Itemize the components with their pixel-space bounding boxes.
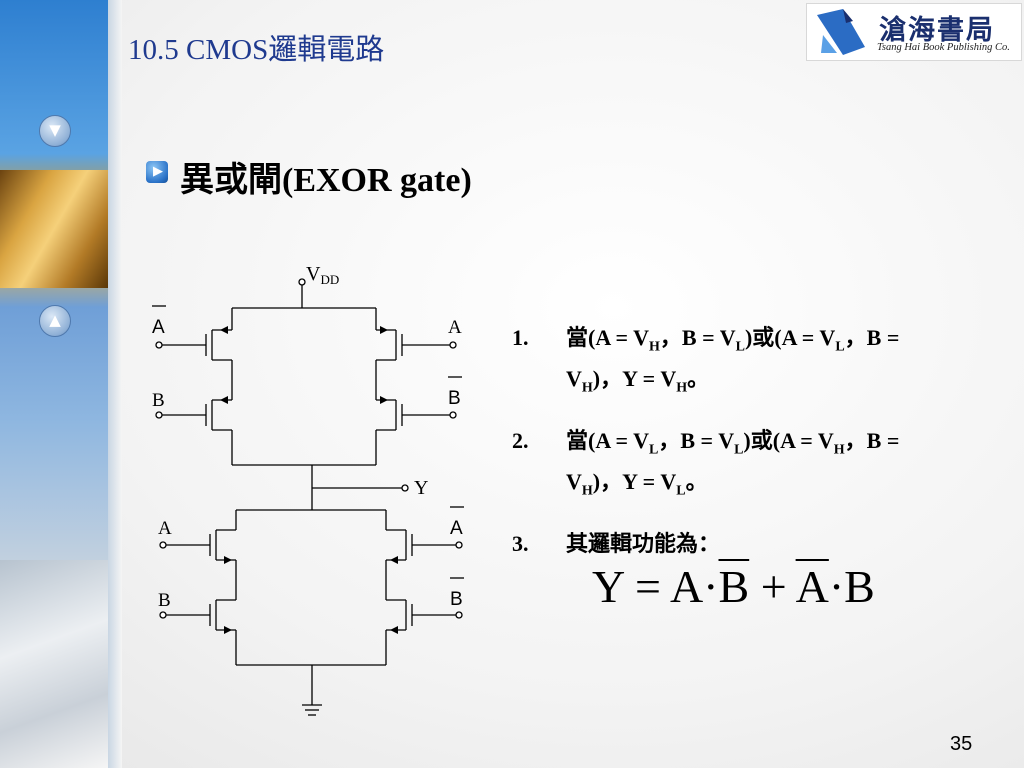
slide-title: 10.5 CMOS邏輯電路 bbox=[128, 34, 385, 66]
nmos-right-top-input-label: A bbox=[450, 518, 463, 539]
nmos-left-top-input-label: A bbox=[158, 518, 172, 539]
pmos-right-top-input-label: A bbox=[448, 317, 462, 338]
sidebar-divider bbox=[108, 0, 122, 768]
output-y-label: Y bbox=[414, 477, 428, 499]
triangle-up-icon[interactable]: ▲ bbox=[39, 305, 71, 337]
triangle-down-icon[interactable]: ▼ bbox=[39, 115, 71, 147]
cmos-exor-circuit-diagram: VDD Y A B A B A B A B bbox=[152, 263, 464, 716]
note-item: 3. 其邏輯功能為： bbox=[512, 530, 721, 556]
publisher-logo: 滄海書局 Tsang Hai Book Publishing Co. bbox=[806, 3, 1022, 61]
logo-english-name: Tsang Hai Book Publishing Co. bbox=[877, 42, 1010, 53]
logo-chinese-name: 滄海書局 bbox=[879, 15, 995, 46]
exor-logic-formula: Y = A·B + A·B bbox=[592, 561, 875, 612]
bullet-arrow-icon: ▶ bbox=[146, 161, 168, 183]
note-item: 2. 當(A = VL，B = VL)或(A = VH，B = VH)，Y = … bbox=[512, 427, 900, 499]
logo-mark-icon bbox=[817, 9, 865, 55]
condition-notes: 1. 當(A = VH，B = VL)或(A = VL，B = VH)，Y = … bbox=[512, 322, 952, 560]
nmos-left-bottom-input-label: B bbox=[158, 590, 171, 611]
page-number: 35 bbox=[950, 733, 973, 755]
left-decorative-bar: ▼ ▲ bbox=[0, 0, 108, 768]
pmos-left-top-input-label: A bbox=[152, 317, 165, 338]
pmos-right-bottom-input-label: B bbox=[448, 388, 461, 409]
decorative-photo-band bbox=[0, 170, 108, 288]
note-item: 1. 當(A = VH，B = VL)或(A = VL，B = VH)，Y = … bbox=[512, 325, 900, 396]
decorative-keyboard-band bbox=[0, 560, 108, 768]
nmos-right-bottom-input-label: B bbox=[450, 589, 463, 610]
pmos-left-bottom-input-label: B bbox=[152, 390, 165, 411]
section-heading: 異或閘(EXOR gate) bbox=[180, 162, 472, 199]
vdd-label: VDD bbox=[306, 263, 339, 287]
